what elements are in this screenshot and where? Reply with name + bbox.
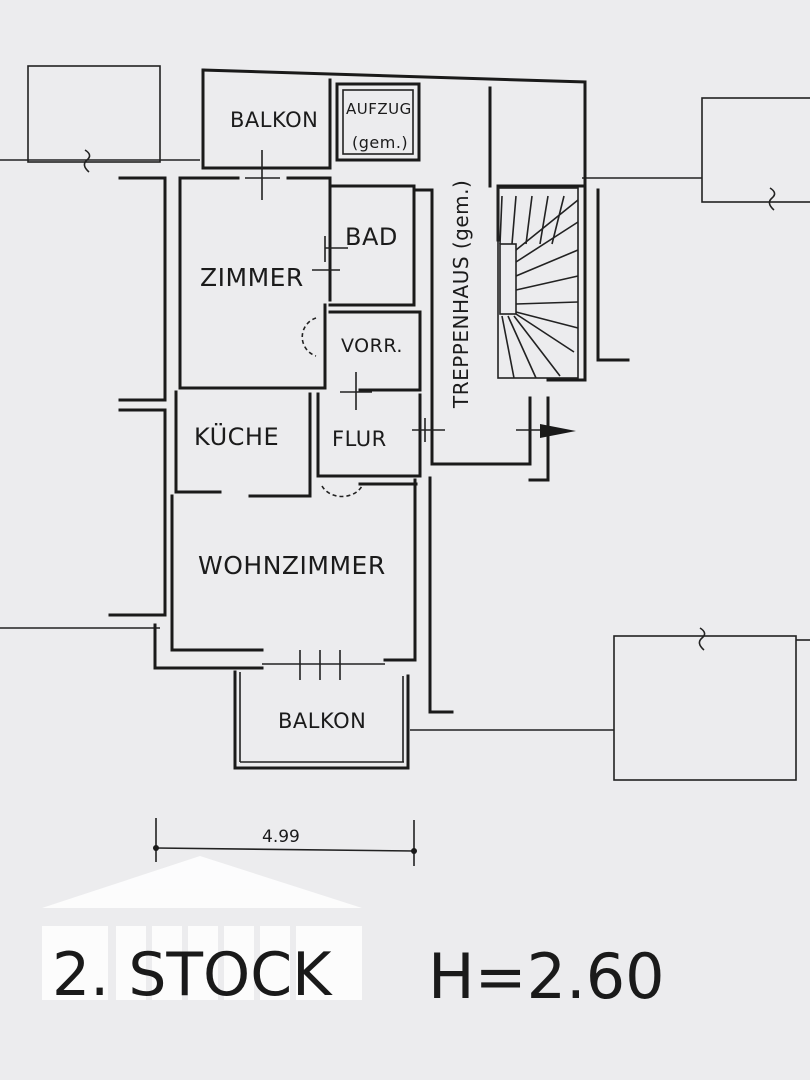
neighbor-top-left (27, 65, 161, 163)
aufzug-label: AUFZUG (346, 100, 412, 118)
interior-walls (170, 86, 584, 652)
outer-walls (108, 68, 630, 714)
neighbor-bottom-right (613, 635, 797, 781)
balkon-bottom-label: BALKON (278, 709, 366, 733)
height-label: H=2.60 (428, 940, 665, 1013)
wohnzimmer-label: WOHNZIMMER (198, 551, 386, 580)
door-markers (83, 149, 776, 680)
aufzug-gem-label: (gem.) (352, 133, 408, 152)
bad-label: BAD (345, 223, 398, 251)
neighbor-top-right (701, 97, 810, 203)
house-logo-icon (42, 856, 362, 1000)
kueche-label: KÜCHE (194, 422, 279, 451)
north-arrow-icon (516, 424, 576, 438)
aufzug-box (335, 82, 421, 162)
staircase (497, 187, 579, 379)
dimension-line: 4.99 (153, 818, 417, 866)
zimmer-label: ZIMMER (200, 263, 304, 292)
dimension-label: 4.99 (262, 827, 300, 847)
balkon-top-label: BALKON (230, 108, 318, 132)
floor-label: 2. STOCK (52, 940, 333, 1010)
flur-label: FLUR (332, 427, 387, 451)
vorr-label: VORR. (341, 335, 403, 357)
balkon-bottom-outline (233, 663, 410, 770)
treppenhaus-label: TREPPENHAUS (gem.) (449, 180, 473, 409)
neighbor-outlines (0, 65, 810, 781)
